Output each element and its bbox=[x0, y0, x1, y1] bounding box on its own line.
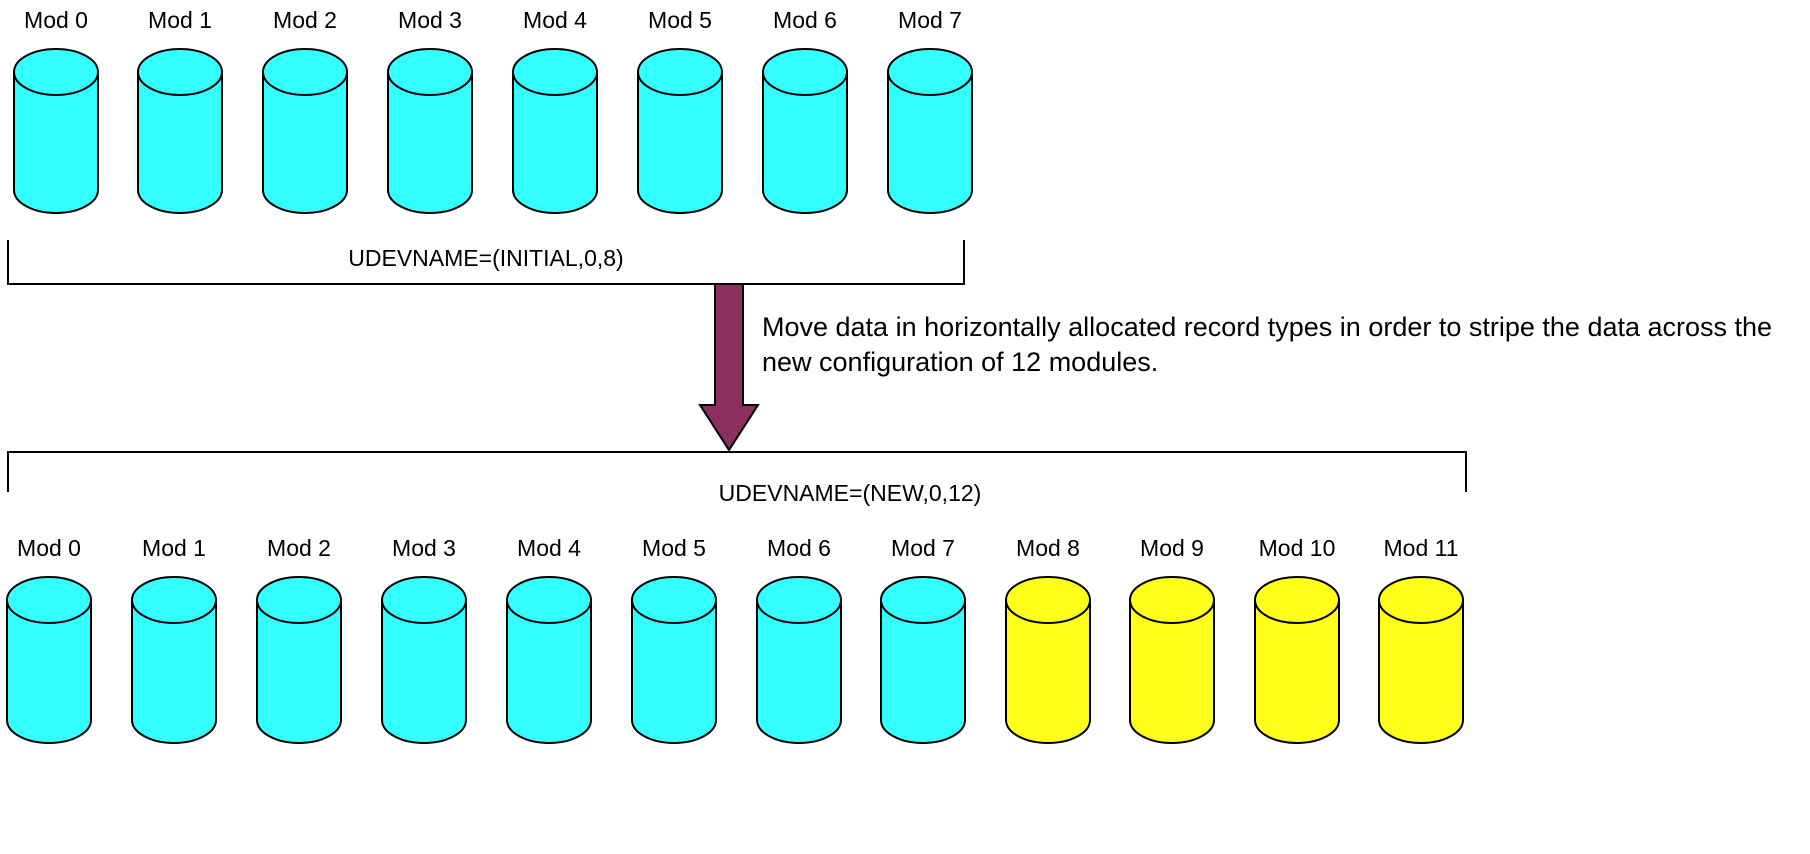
top-cylinder-top-4 bbox=[512, 48, 598, 96]
top-cylinder-top-6 bbox=[762, 48, 848, 96]
bottom-cylinder-3 bbox=[381, 599, 467, 744]
bottom-module-label-3: Mod 3 bbox=[392, 535, 456, 561]
top-module-label-1: Mod 1 bbox=[148, 7, 212, 33]
top-cylinder-2 bbox=[262, 71, 348, 214]
top-cylinder-top-1 bbox=[137, 48, 223, 96]
bottom-cylinder-top-10 bbox=[1254, 576, 1340, 624]
bottom-cylinder-11 bbox=[1378, 599, 1464, 744]
bottom-cylinder-top-4 bbox=[506, 576, 592, 624]
bottom-cylinder-top-2 bbox=[256, 576, 342, 624]
bottom-module-label-5: Mod 5 bbox=[642, 535, 706, 561]
bottom-module-label-8: Mod 8 bbox=[1016, 535, 1080, 561]
top-bracket-label: UDEVNAME=(INITIAL,0,8) bbox=[348, 245, 624, 271]
top-cylinder-top-2 bbox=[262, 48, 348, 96]
bottom-cylinder-10 bbox=[1254, 599, 1340, 744]
top-module-label-7: Mod 7 bbox=[898, 7, 962, 33]
top-cylinder-top-7 bbox=[887, 48, 973, 96]
top-cylinders bbox=[13, 48, 973, 214]
top-module-label-0: Mod 0 bbox=[24, 7, 88, 33]
bottom-cylinder-5 bbox=[631, 599, 717, 744]
top-cylinder-6 bbox=[762, 71, 848, 214]
top-cylinder-4 bbox=[512, 71, 598, 214]
bottom-module-label-6: Mod 6 bbox=[767, 535, 831, 561]
bottom-cylinder-top-1 bbox=[131, 576, 217, 624]
top-cylinder-top-0 bbox=[13, 48, 99, 96]
top-module-label-4: Mod 4 bbox=[523, 7, 587, 33]
bottom-bracket bbox=[7, 451, 1467, 492]
bottom-module-label-0: Mod 0 bbox=[17, 535, 81, 561]
bottom-module-label-1: Mod 1 bbox=[142, 535, 206, 561]
bottom-module-label-4: Mod 4 bbox=[517, 535, 581, 561]
top-cylinder-top-3 bbox=[387, 48, 473, 96]
bottom-cylinder-1 bbox=[131, 599, 217, 744]
bottom-cylinder-top-7 bbox=[880, 576, 966, 624]
top-cylinder-5 bbox=[637, 71, 723, 214]
top-bracket bbox=[7, 240, 965, 285]
bottom-cylinder-top-9 bbox=[1129, 576, 1215, 624]
bottom-module-label-7: Mod 7 bbox=[891, 535, 955, 561]
bottom-cylinder-top-0 bbox=[6, 576, 92, 624]
bottom-cylinders bbox=[6, 576, 1464, 744]
bottom-cylinder-7 bbox=[880, 599, 966, 744]
top-module-label-3: Mod 3 bbox=[398, 7, 462, 33]
bottom-cylinder-top-3 bbox=[381, 576, 467, 624]
top-cylinder-0 bbox=[13, 71, 99, 214]
bottom-module-label-10: Mod 10 bbox=[1258, 535, 1336, 561]
bottom-cylinder-top-8 bbox=[1005, 576, 1091, 624]
bottom-cylinder-6 bbox=[756, 599, 842, 744]
top-cylinder-top-5 bbox=[637, 48, 723, 96]
top-module-label-5: Mod 5 bbox=[648, 7, 712, 33]
bottom-cylinder-4 bbox=[506, 599, 592, 744]
bottom-cylinder-2 bbox=[256, 599, 342, 744]
bottom-cylinder-9 bbox=[1129, 599, 1215, 744]
bottom-module-label-11: Mod 11 bbox=[1383, 535, 1459, 561]
top-cylinder-3 bbox=[387, 71, 473, 214]
top-module-label-6: Mod 6 bbox=[773, 7, 837, 33]
top-cylinder-7 bbox=[887, 71, 973, 214]
down-arrow bbox=[698, 283, 760, 452]
top-cylinder-1 bbox=[137, 71, 223, 214]
bottom-bracket-label: UDEVNAME=(NEW,0,12) bbox=[718, 480, 982, 506]
top-module-label-2: Mod 2 bbox=[273, 7, 337, 33]
migration-note: Move data in horizontally allocated reco… bbox=[762, 312, 1773, 378]
bottom-module-label-2: Mod 2 bbox=[267, 535, 331, 561]
bottom-cylinder-0 bbox=[6, 599, 92, 744]
bottom-cylinder-top-6 bbox=[756, 576, 842, 624]
bottom-cylinder-top-11 bbox=[1378, 576, 1464, 624]
bottom-cylinder-8 bbox=[1005, 599, 1091, 744]
bottom-cylinder-top-5 bbox=[631, 576, 717, 624]
bottom-module-label-9: Mod 9 bbox=[1140, 535, 1204, 561]
